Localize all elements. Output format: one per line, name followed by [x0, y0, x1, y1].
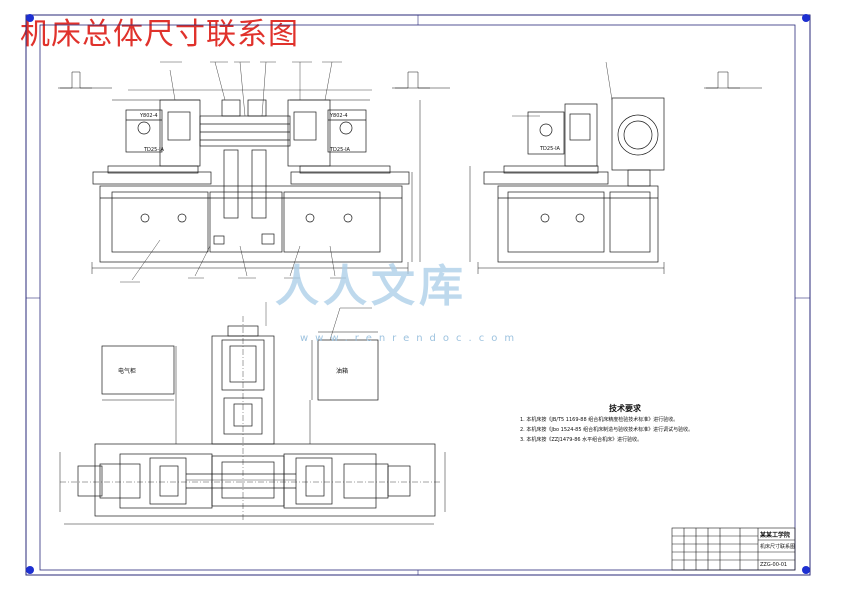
label-head-right: TD25-IA: [330, 147, 350, 153]
label-head-left: TD25-IA: [144, 147, 164, 153]
label-motor-right: Y802-4: [330, 113, 348, 119]
front-view: [91, 61, 421, 281]
title-block-drawing-no: ZZG-00-01: [760, 562, 788, 568]
title-block-name: 机床尺寸联系图: [760, 544, 796, 550]
side-view: [469, 61, 665, 274]
title-block: [671, 527, 796, 571]
label-electric-cabinet: 电气柜: [118, 368, 137, 375]
tech-requirement-item: 3. 本机床按《ZZJ1479-86 水平组合机床》进行验收。: [520, 437, 643, 443]
plan-view: [59, 302, 446, 525]
front-view-leader-tags: [120, 61, 346, 283]
label-oil-tank: 油箱: [336, 368, 349, 375]
label-motor-left: Y802-4: [140, 113, 158, 119]
title-block-school: 某某工学院: [760, 532, 791, 539]
watermark-url: www.renrendoc.com: [300, 333, 522, 344]
surface-symbols: [58, 71, 762, 89]
drawing-title: 机床总体尺寸联系图: [20, 17, 299, 52]
sheet-frame: [25, 14, 811, 576]
corner-marks: [26, 14, 810, 574]
label-head-side: TD25-IA: [540, 146, 560, 152]
tech-requirement-item: 1. 本机床按《JB/T5 1169-88 组合机床精度检验技术标准》进行验收。: [520, 417, 679, 423]
tech-requirement-item: 2. 本机床按《Jbo 1524-85 组合机床制造与验收技术标准》进行调试与验…: [520, 427, 694, 433]
watermark-text: 人人文库: [275, 261, 467, 312]
technical-requirements: 技术要求 1. 本机床按《JB/T5 1169-88 组合机床精度检验技术标准》…: [520, 404, 780, 445]
tech-requirements-heading: 技术要求: [609, 404, 641, 413]
